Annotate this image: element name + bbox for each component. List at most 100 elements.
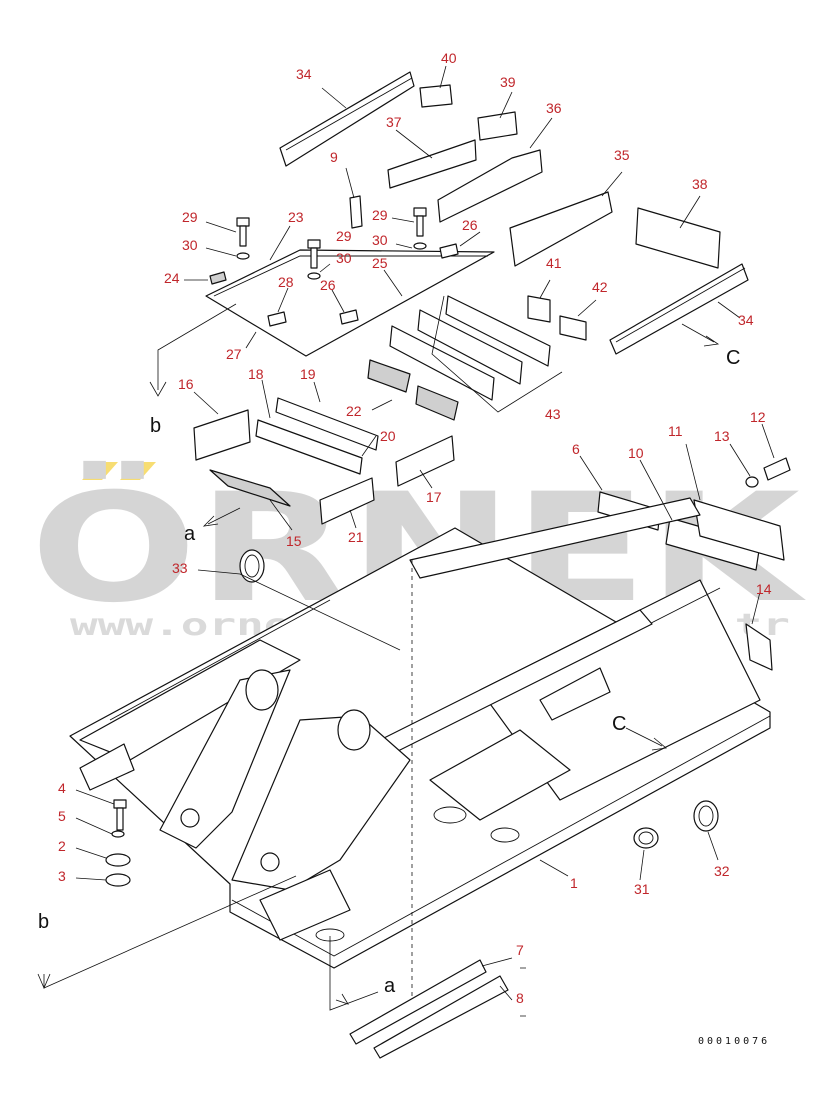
part-21: [319, 477, 375, 525]
part-15: [209, 469, 291, 507]
callout-25: 25: [372, 255, 388, 271]
part-43-plate-a: [445, 295, 551, 367]
part-7: [349, 959, 487, 1045]
callout-21: 21: [348, 529, 364, 545]
part-40: [419, 84, 453, 108]
grommet-31: [633, 827, 659, 849]
callout-12: 12: [750, 409, 766, 425]
callout-38: 38: [692, 176, 708, 192]
callout-29: 29: [182, 209, 198, 225]
part-11: [693, 499, 785, 561]
part-43-plate-b: [417, 309, 523, 385]
main-revolving-frame: [69, 497, 771, 1000]
callout-37: 37: [386, 114, 402, 130]
callout-11: 11: [668, 423, 683, 439]
callout-labels: 34 40 39 36 37 9 35 38 29 23 29 29 26 30…: [58, 50, 772, 1006]
callout-26: 26: [462, 217, 478, 233]
bottom-strips: [349, 959, 509, 1059]
part-42: [559, 315, 587, 341]
callout-6: 6: [572, 441, 580, 457]
callout-3: 3: [58, 868, 66, 884]
callout-41: 41: [546, 255, 562, 271]
callout-9: 9: [330, 149, 338, 165]
view-marker-a: a: [384, 975, 396, 997]
callout-34: 34: [296, 66, 312, 82]
part-39: [477, 111, 518, 141]
callout-8: 8: [516, 990, 524, 1006]
part-19: [275, 397, 379, 451]
callout-29: 29: [372, 207, 388, 223]
bolt-12: [763, 457, 791, 481]
callout-20: 20: [380, 428, 396, 444]
grommets: [239, 549, 719, 849]
pin-parts: [105, 799, 131, 887]
part-14: [745, 623, 773, 671]
callout-42: 42: [592, 279, 608, 295]
callout-15: 15: [286, 533, 302, 549]
part-17: [395, 435, 455, 487]
part-9: [349, 195, 363, 229]
view-marker-c: C: [612, 713, 626, 735]
drawing-number: 00010076: [698, 1036, 770, 1047]
callout-7: 7: [516, 942, 524, 958]
watermark-accent-mark: [82, 462, 118, 480]
bolt-29-right: [413, 207, 427, 250]
upper-parts: [193, 71, 749, 525]
callout-19: 19: [300, 366, 316, 382]
callout-40: 40: [441, 50, 457, 66]
callout-30: 30: [372, 232, 388, 248]
leader-lines: [37, 65, 775, 1017]
view-marker-b: b: [150, 415, 161, 437]
callout-4: 4: [58, 780, 66, 796]
callout-5: 5: [58, 808, 66, 824]
callout-28: 28: [278, 274, 294, 290]
callout-29: 29: [336, 228, 352, 244]
view-marker-a: a: [184, 523, 196, 545]
callout-17: 17: [426, 489, 442, 505]
callout-36: 36: [546, 100, 562, 116]
part-35: [509, 191, 613, 267]
callout-43: 43: [545, 406, 561, 422]
callout-30: 30: [336, 250, 352, 266]
part-36: [437, 149, 543, 223]
callout-32: 32: [714, 863, 730, 879]
callout-34: 34: [738, 312, 754, 328]
view-markers: b b a a C C: [38, 347, 740, 997]
callout-24: 24: [164, 270, 180, 286]
callout-1: 1: [570, 875, 578, 891]
callout-39: 39: [500, 74, 516, 90]
view-marker-b: b: [38, 911, 49, 933]
bolt-29-mid: [307, 239, 321, 280]
callout-10: 10: [628, 445, 644, 461]
callout-18: 18: [248, 366, 264, 382]
callout-35: 35: [614, 147, 630, 163]
part-22-b: [415, 385, 459, 421]
part-38: [635, 207, 721, 269]
part-28: [267, 311, 287, 327]
part-25-27-floor-plate: [205, 249, 495, 357]
callout-14: 14: [756, 581, 772, 597]
part-16: [193, 409, 251, 461]
callout-33: 33: [172, 560, 188, 576]
callout-16: 16: [178, 376, 194, 392]
callout-13: 13: [714, 428, 730, 444]
part-18: [255, 419, 363, 475]
grommet-33: [239, 549, 265, 583]
part-26-right: [439, 243, 459, 259]
grommet-32: [693, 800, 719, 832]
callout-2: 2: [58, 838, 66, 854]
part-41: [527, 295, 551, 323]
callout-23: 23: [288, 209, 304, 225]
callout-27: 27: [226, 346, 242, 362]
part-22-a: [367, 359, 411, 393]
watermark-accent-mark: [120, 462, 156, 480]
part-26-left: [339, 309, 359, 325]
part-8: [373, 975, 509, 1059]
callout-31: 31: [634, 881, 650, 897]
bolt-29-left: [236, 217, 250, 260]
part-37: [387, 139, 477, 189]
callout-26: 26: [320, 277, 336, 293]
washer-13: [745, 476, 759, 488]
